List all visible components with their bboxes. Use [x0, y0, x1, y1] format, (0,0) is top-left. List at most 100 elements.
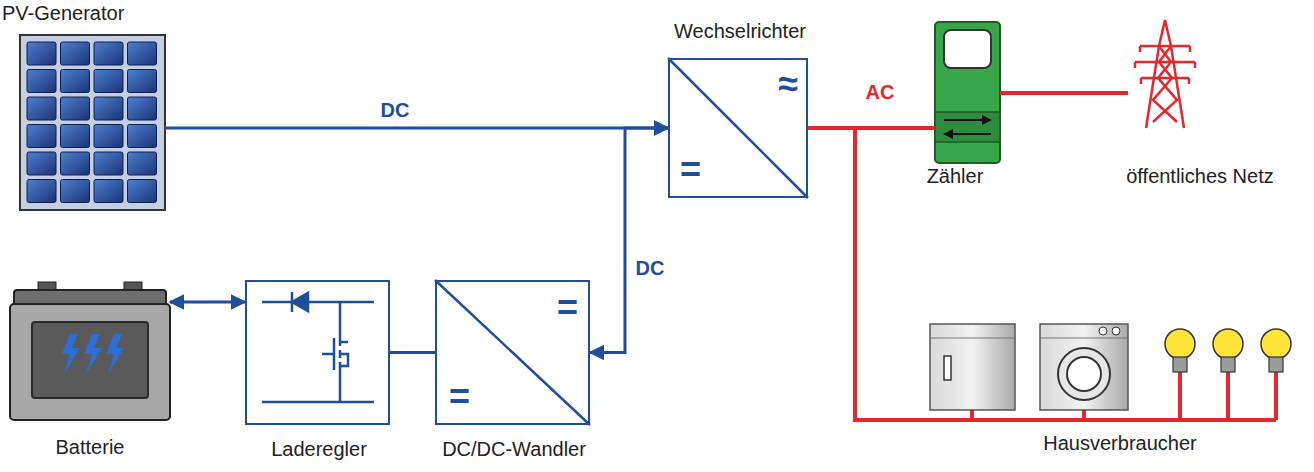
transistor-leads — [340, 342, 348, 366]
washer-door — [1058, 348, 1110, 400]
washer-glass — [1067, 357, 1101, 391]
connector — [390, 351, 435, 354]
pv-cell — [128, 125, 157, 148]
pv-cells — [27, 42, 157, 203]
connector — [165, 127, 668, 130]
arrow-head — [982, 115, 992, 125]
pv-cell — [27, 152, 56, 175]
pv-cell — [27, 42, 56, 65]
bulb — [1213, 329, 1243, 372]
connector — [590, 128, 668, 353]
connector — [170, 301, 245, 304]
inverter-box: Wechselrichter≈= — [668, 58, 808, 198]
node-title: Hausverbraucher — [1043, 432, 1196, 455]
pv-cell — [94, 42, 123, 65]
node-title: DC/DC-Wandler — [442, 438, 586, 461]
washer-knob — [1112, 327, 1120, 335]
pv-cell — [128, 152, 157, 175]
connector — [808, 128, 915, 420]
pv-cell — [27, 125, 56, 148]
converter-diagonal — [435, 280, 590, 425]
pv-cell — [27, 70, 56, 93]
pv-cell — [128, 70, 157, 93]
bulb — [1261, 329, 1291, 372]
charge-controller-circuit — [262, 292, 374, 402]
lightning — [106, 334, 124, 374]
appliances — [915, 324, 1291, 420]
meter-display — [944, 30, 991, 68]
meter-strip — [935, 112, 1000, 142]
arrow-out — [944, 119, 984, 121]
pv-cell — [27, 97, 56, 120]
insulators — [1135, 46, 1195, 84]
connector-label: DC — [378, 99, 413, 121]
connector — [1000, 91, 1128, 95]
pv-cell — [128, 97, 157, 120]
pv-generator: PV-Generator — [20, 35, 165, 210]
wire — [339, 370, 342, 402]
lightning — [84, 334, 102, 374]
wire — [339, 302, 342, 338]
lightning — [62, 334, 80, 374]
wire — [262, 301, 374, 304]
pv-cell — [128, 180, 157, 203]
washer-knob — [1099, 327, 1107, 335]
dc-symbol: = — [680, 152, 701, 188]
diode-bar — [291, 292, 294, 312]
dc-dc-converter-box: DC/DC-Wandler== — [435, 280, 590, 425]
pv-panel — [20, 35, 165, 210]
pv-cell — [61, 97, 90, 120]
dryer-handle — [944, 356, 951, 380]
meter: Zähler — [935, 22, 1000, 163]
pv-cell — [94, 97, 123, 120]
node-title: Batterie — [56, 436, 125, 459]
washer — [1040, 324, 1128, 410]
pylon-icon — [1135, 20, 1195, 128]
pv-cell — [27, 180, 56, 203]
pv-cell — [128, 42, 157, 65]
household-loads: Hausverbraucher — [915, 318, 1295, 425]
node-title: Wechselrichter — [674, 20, 806, 43]
node-title: Zähler — [927, 165, 984, 188]
meter-icon — [935, 22, 1000, 163]
dryer-panel — [930, 337, 1015, 338]
pylon-arms — [1135, 46, 1195, 78]
house-bus — [915, 418, 1276, 422]
node-title: Laderegler — [271, 438, 367, 461]
pv-cell — [61, 152, 90, 175]
public-grid: öffentliches Netz — [1128, 18, 1203, 130]
panel-frame — [20, 35, 165, 210]
battery-body — [10, 304, 170, 420]
pv-cell — [61, 180, 90, 203]
connector-label: AC — [863, 81, 898, 103]
pv-cell — [94, 70, 123, 93]
pv-cell — [61, 125, 90, 148]
meter-body — [935, 22, 1000, 163]
dryer — [930, 324, 1015, 410]
arrow-in — [951, 133, 991, 135]
wire — [262, 401, 374, 404]
pylon-bracing — [1153, 46, 1177, 122]
ac-symbol: ≈ — [778, 66, 798, 102]
dc-symbol: = — [557, 290, 578, 326]
battery-icon — [10, 282, 170, 420]
bulb — [1165, 329, 1195, 372]
pv-cell — [94, 180, 123, 203]
pv-cell — [61, 42, 90, 65]
charge-controller-box: Laderegler — [245, 280, 390, 425]
pv-cell — [94, 152, 123, 175]
connector-label: DC — [633, 257, 668, 279]
pylon-legs — [1146, 20, 1184, 128]
node-title: PV-Generator — [2, 2, 124, 25]
arrow-head — [943, 129, 953, 139]
battery-panel — [32, 322, 148, 398]
pv-cell — [61, 70, 90, 93]
diode — [292, 293, 308, 311]
washer-panel — [1040, 337, 1128, 338]
dc-symbol: = — [449, 379, 470, 415]
battery: Batterie — [10, 288, 170, 420]
